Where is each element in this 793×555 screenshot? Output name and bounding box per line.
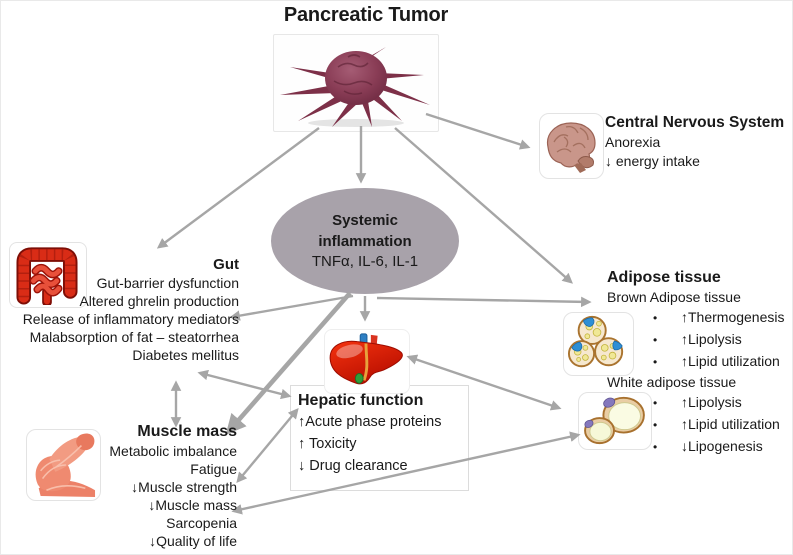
white-adipose-label: White adipose tissue: [607, 374, 737, 390]
tumor-cell-icon: [280, 47, 430, 127]
cns-title: Central Nervous System: [605, 114, 785, 131]
adipose-section: Adipose tissue Brown Adipose tissue •↑Th…: [607, 267, 792, 458]
cns-image-box: [539, 113, 604, 179]
liver-image-box: [324, 329, 410, 394]
muscle-item: Metabolic imbalance: [109, 443, 237, 459]
bullet-icon: •: [653, 311, 658, 325]
brown-adipose-image-box: [563, 312, 634, 376]
cns-item: Anorexia: [605, 134, 661, 150]
bullet-icon: •: [653, 396, 658, 410]
intestine-icon: [16, 247, 78, 305]
flexed-arm-icon: [35, 433, 96, 498]
hepatic-item: ↑ Toxicity: [298, 436, 357, 452]
arrow-inflammation-to-adipose: [376, 296, 592, 308]
gut-title: Gut: [213, 256, 239, 273]
white-adipose-cells-icon: [584, 396, 645, 445]
adipose-bullet-item: •↑Lipolysis: [607, 329, 792, 351]
hepatic-item: ↑Acute phase proteins: [298, 414, 442, 430]
adipose-bullet-item: •↑Thermogenesis: [607, 307, 792, 329]
bullet-icon: •: [653, 418, 658, 432]
muscle-image-box: [26, 429, 101, 501]
adipose-title: Adipose tissue: [607, 269, 721, 286]
bullet-icon: •: [653, 355, 658, 369]
arrow-inflammation-to-gut: [229, 294, 354, 321]
arrow-tumor-to-cns: [425, 112, 531, 150]
muscle-item: ↓Muscle mass: [148, 497, 237, 513]
page-title: Pancreatic Tumor: [283, 4, 449, 26]
tumor-image-box: [273, 34, 439, 132]
gut-image-box: [9, 242, 87, 308]
muscle-item: Sarcopenia: [166, 515, 237, 531]
gut-item: Malabsorption of fat – steatorrhea: [29, 329, 239, 345]
muscle-item: ↓Muscle strength: [131, 479, 237, 495]
bullet-icon: •: [653, 333, 658, 347]
muscle-item: Fatigue: [190, 461, 237, 477]
bullet-icon: •: [653, 440, 658, 454]
adipose-bullet-item: •↑Lipid utilization: [607, 351, 792, 373]
arrow-gut-hepatic-bidirectional: [197, 369, 292, 400]
brown-adipose-label: Brown Adipose tissue: [607, 289, 741, 305]
brain-icon: [546, 122, 596, 173]
gut-section: Gut Gut-barrier dysfunction Altered ghre…: [1, 255, 239, 364]
cns-item: ↓ energy intake: [605, 153, 700, 169]
muscle-title: Muscle mass: [137, 423, 237, 440]
inflammation-mediators: TNFα, IL-6, IL-1: [311, 253, 419, 270]
brown-adipose-cells-icon: [567, 315, 624, 368]
adipose-bullet-item: •↑Lipid utilization: [607, 414, 792, 436]
systemic-inflammation-node: Systemic inflammation TNFα, IL-6, IL-1: [271, 188, 459, 294]
muscle-item: ↓Quality of life: [149, 533, 237, 549]
muscle-section: Muscle mass Metabolic imbalance Fatigue …: [1, 422, 237, 550]
adipose-bullet-item: •↑Lipolysis: [607, 392, 792, 414]
gut-item: Release of inflammatory mediators: [22, 311, 239, 327]
hepatic-item: ↓ Drug clearance: [298, 458, 408, 474]
white-adipose-image-box: [578, 392, 652, 450]
cns-section: Central Nervous System Anorexia ↓ energy…: [605, 113, 791, 171]
adipose-bullet-item: •↓Lipogenesis: [607, 436, 792, 458]
inflammation-title-line2: inflammation: [318, 233, 412, 250]
hepatic-title: Hepatic function: [298, 392, 424, 409]
liver-icon: [329, 333, 403, 385]
arrow-hepatic-muscle-bidirectional: [236, 407, 299, 484]
gut-item: Gut-barrier dysfunction: [96, 275, 239, 291]
gut-item: Altered ghrelin production: [79, 293, 239, 309]
gut-item: Diabetes mellitus: [132, 347, 239, 363]
hepatic-section: Hepatic function ↑Acute phase proteins ↑…: [298, 390, 464, 477]
inflammation-title-line1: Systemic: [332, 212, 398, 229]
